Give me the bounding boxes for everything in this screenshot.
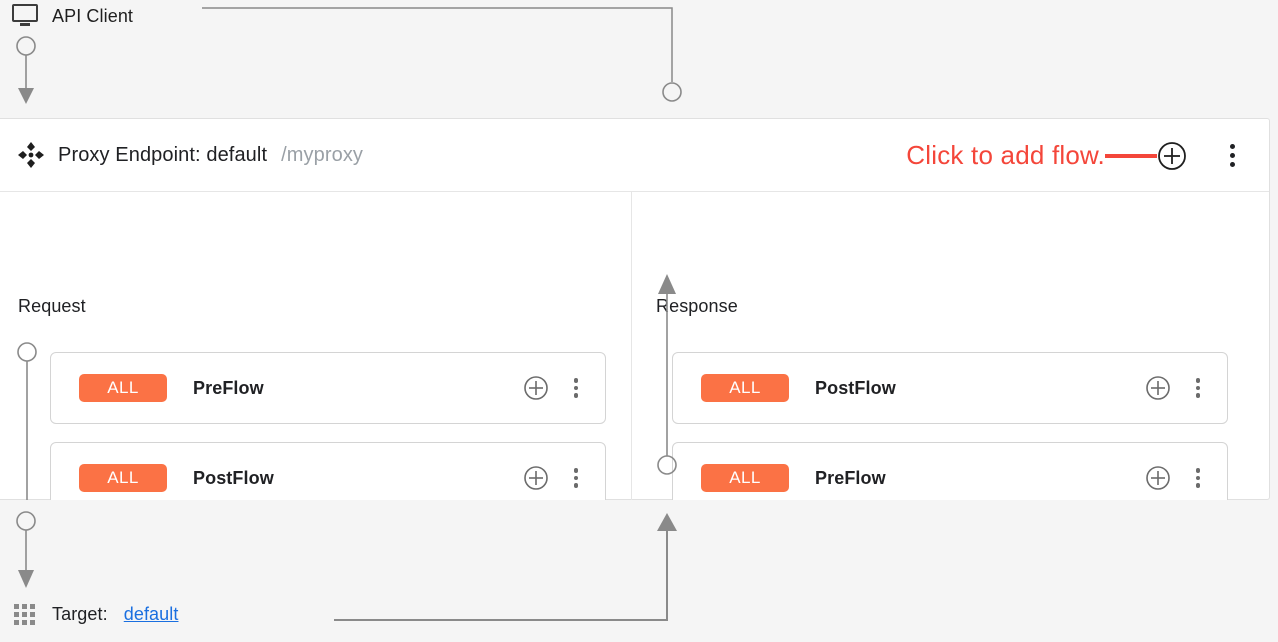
- page-title: Proxy Endpoint: default: [58, 143, 268, 166]
- proxy-to-target-connector-icon: [16, 511, 36, 588]
- flow-actions: [523, 375, 587, 401]
- request-column: Request ALL PreFlow: [0, 192, 632, 538]
- client-to-proxy-connector-icon: [202, 7, 682, 102]
- response-flow-direction-icon: [657, 274, 677, 475]
- flow-actions: [1145, 465, 1209, 491]
- flow-name: PreFlow: [193, 377, 264, 398]
- proxy-endpoint-header: Proxy Endpoint: default /myproxy Click t…: [0, 119, 1269, 192]
- add-step-button[interactable]: [1145, 375, 1171, 401]
- request-column-title: Request: [18, 296, 86, 316]
- target-to-proxy-connector-icon: [334, 513, 677, 621]
- move-handle-icon[interactable]: [18, 142, 44, 168]
- monitor-icon: [12, 4, 38, 28]
- flow-actions: [523, 465, 587, 491]
- proxy-endpoint-panel: Proxy Endpoint: default /myproxy Click t…: [0, 118, 1270, 538]
- api-client-band: API Client: [0, 0, 1278, 118]
- flow-actions: [1145, 375, 1209, 401]
- flow-menu-button[interactable]: [565, 465, 587, 491]
- endpoint-path: /myproxy: [281, 143, 364, 166]
- add-flow-annotation: Click to add flow.: [906, 140, 1105, 170]
- list-item[interactable]: ALL PreFlow: [50, 352, 606, 424]
- flow-name: PostFlow: [815, 377, 896, 398]
- status-badge: ALL: [701, 464, 789, 492]
- response-column: Response ALL PostFlow: [632, 192, 1269, 514]
- flow-name: PostFlow: [193, 467, 274, 488]
- endpoint-menu-button[interactable]: [1217, 141, 1247, 171]
- add-flow-button[interactable]: [1157, 141, 1187, 171]
- api-client-label: API Client: [52, 5, 134, 26]
- flow-name: PreFlow: [815, 467, 886, 488]
- add-step-button[interactable]: [523, 375, 549, 401]
- flow-menu-button[interactable]: [1187, 465, 1209, 491]
- add-step-button[interactable]: [1145, 465, 1171, 491]
- status-badge: ALL: [79, 374, 167, 402]
- target-node[interactable]: Target: default: [12, 602, 178, 626]
- flow-columns: Request ALL PreFlow: [0, 192, 1269, 538]
- target-endpoint-link[interactable]: default: [123, 603, 179, 624]
- add-step-button[interactable]: [523, 465, 549, 491]
- flow-menu-button[interactable]: [1187, 375, 1209, 401]
- annotation-pointer-line: [1105, 153, 1157, 158]
- status-badge: ALL: [701, 374, 789, 402]
- grid-handle-icon: [12, 602, 36, 626]
- response-column-title: Response: [656, 296, 738, 316]
- client-down-connector-icon: [16, 36, 36, 104]
- header-actions: Click to add flow.: [906, 119, 1269, 192]
- target-band: [0, 500, 1278, 642]
- flow-menu-button[interactable]: [565, 375, 587, 401]
- status-badge: ALL: [79, 464, 167, 492]
- api-client-node[interactable]: API Client: [12, 4, 133, 28]
- list-item[interactable]: ALL PostFlow: [672, 352, 1228, 424]
- target-label: Target:: [52, 603, 108, 624]
